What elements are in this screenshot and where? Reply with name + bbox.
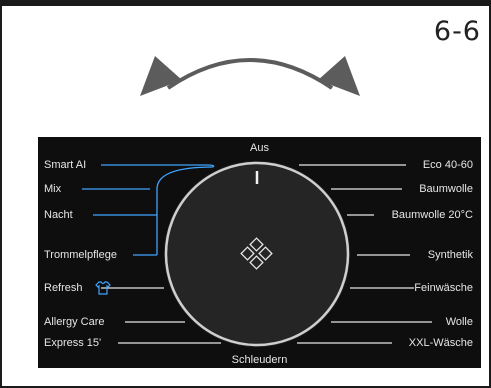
- dial-label-top: Aus: [250, 142, 269, 154]
- center-diamond-icon: [240, 237, 273, 270]
- program-express-15: Express 15': [44, 337, 102, 349]
- program-refresh: Refresh: [44, 282, 83, 294]
- shirt-refresh-icon: [95, 281, 111, 295]
- program-smart-ai: Smart AI: [44, 159, 87, 171]
- program-trommelpflege: Trommelpflege: [44, 249, 117, 261]
- program-xxl-waesche: XXL-Wäsche: [408, 337, 473, 349]
- page-reference: 6-6: [433, 16, 481, 47]
- left-connectors: [101, 287, 221, 344]
- program-mix: Mix: [44, 183, 62, 195]
- program-baumwolle: Baumwolle: [419, 183, 473, 195]
- highlight-connectors: [82, 164, 215, 256]
- dial-graphic: [82, 161, 432, 347]
- rotate-arrows-icon: [140, 56, 360, 96]
- program-eco-40-60: Eco 40-60: [422, 159, 473, 171]
- program-wolle: Wolle: [445, 316, 473, 328]
- program-feinwaesche: Feinwäsche: [414, 282, 473, 294]
- dial-knob[interactable]: [164, 161, 350, 347]
- program-synthetik: Synthetik: [427, 249, 473, 261]
- program-baumwolle-20: Baumwolle 20°C: [391, 209, 473, 221]
- dial-ring: [164, 161, 350, 347]
- dial-label-bottom: Schleudern: [231, 354, 288, 366]
- right-connectors: [297, 164, 432, 344]
- program-allergy-care: Allergy Care: [44, 316, 105, 328]
- top-border: [0, 0, 491, 6]
- program-dial-panel: Aus Schleudern Smart AI Mix Nacht Tromme…: [38, 137, 481, 368]
- program-nacht: Nacht: [44, 209, 73, 221]
